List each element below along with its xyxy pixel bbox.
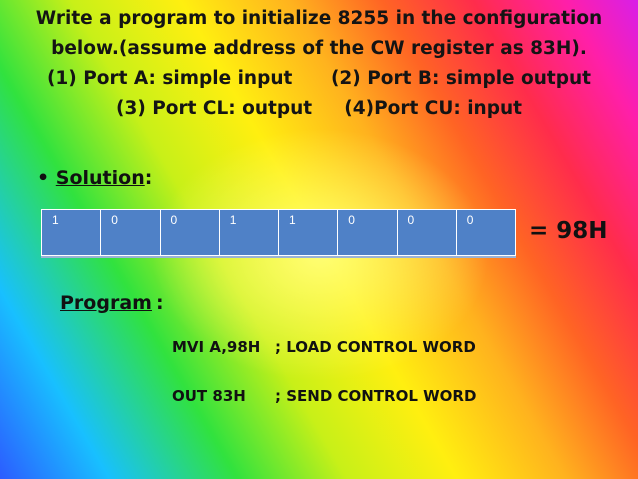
code-comment-2: ; SEND CONTROL WORD (275, 387, 477, 405)
title-line-3: (1) Port A: simple input (2) Port B: sim… (46, 68, 592, 89)
bit-cell-d1: 0 (398, 210, 457, 255)
bit-cell-d5: 0 (161, 210, 220, 255)
solution-label: Solution (55, 167, 145, 189)
slide-title: Write a program to initialize 8255 in th… (12, 4, 626, 124)
hex-result: = 98H (529, 218, 608, 244)
title-line-2: below.(assume address of the CW register… (51, 38, 587, 59)
solution-heading: • Solution: (37, 167, 152, 189)
code-instr-1: MVI A,98H (172, 338, 261, 356)
bullet-icon: • (37, 167, 50, 189)
code-comment-1: ; LOAD CONTROL WORD (275, 338, 476, 356)
solution-colon: : (144, 167, 153, 189)
bit-cell-d0: 0 (466, 213, 474, 227)
code-instr-2: OUT 83H (172, 387, 246, 405)
bit-cell-d7: 1 (42, 210, 102, 255)
bit-cell-d2: 0 (338, 210, 398, 255)
title-line-4: (3) Port CL: output (4)Port CU: input (116, 98, 522, 119)
control-word-table: 1 0 0 1 1 0 0 0 (41, 209, 516, 256)
program-label: Program (60, 292, 152, 314)
bit-cell-d4: 1 (220, 210, 279, 255)
program-colon: : (156, 292, 164, 314)
title-line-1: Write a program to initialize 8255 in th… (35, 8, 603, 29)
bit-cell-d6: 0 (101, 210, 161, 255)
bit-cell-d3: 1 (279, 210, 339, 255)
